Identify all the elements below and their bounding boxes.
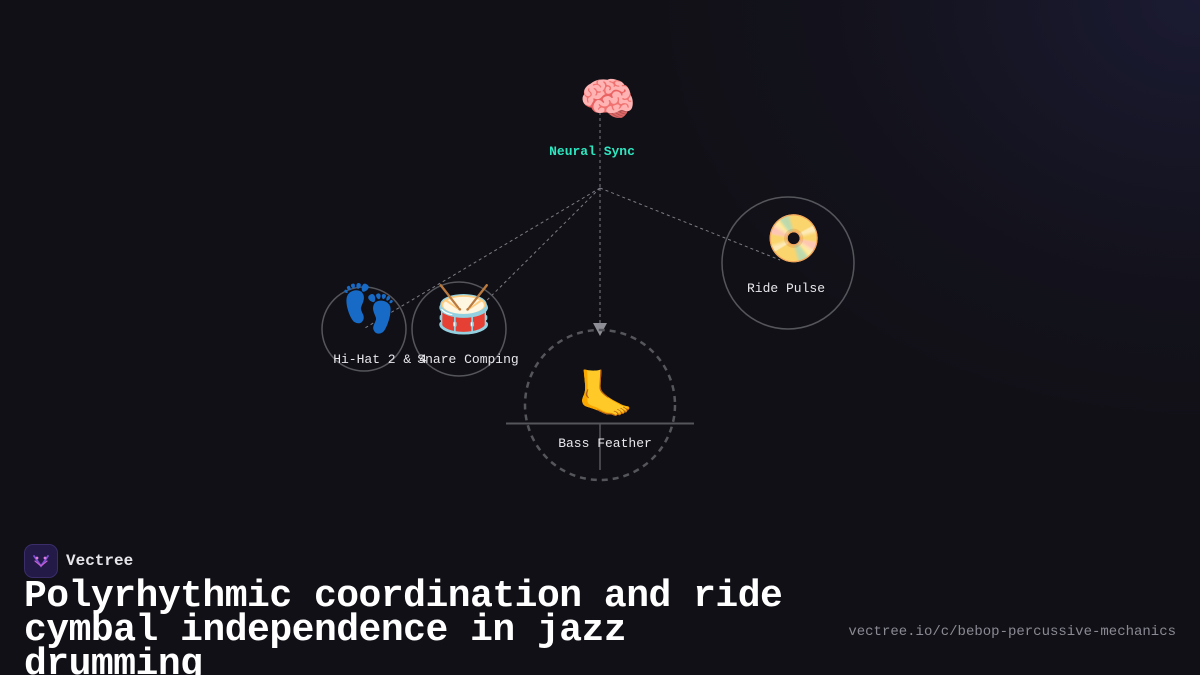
source-url: vectree.io/c/bebop-percussive-mechanics: [848, 624, 1176, 640]
bass-feather-ring: [523, 328, 677, 482]
brand: Vectree: [24, 544, 133, 578]
drum-icon: 🥁: [435, 282, 493, 336]
hi-hat-ring: [321, 286, 407, 372]
bass-feather-label: Bass Feather: [558, 436, 652, 451]
disc-icon: 📀: [765, 211, 823, 265]
brand-name: Vectree: [66, 552, 134, 570]
edge-neural-to-ride: [599, 187, 781, 261]
ride-pulse-ring: [721, 196, 855, 330]
vectree-logo-icon: [24, 544, 58, 578]
edge-neural-to-snare: [462, 187, 601, 325]
snare-comping-ring: [411, 281, 507, 377]
brain-icon: 🧠: [579, 72, 637, 126]
hi-hat-label: Hi-Hat 2 & 4: [333, 352, 427, 367]
neural-sync-label: Neural Sync: [549, 144, 635, 159]
footprints-icon: 👣: [340, 281, 398, 335]
page-title: Polyrhythmic coordination and ride cymba…: [24, 575, 783, 675]
snare-comping-label: Snare Comping: [417, 352, 519, 367]
foot-icon: 🦶: [577, 367, 635, 421]
ride-pulse-label: Ride Pulse: [746, 281, 826, 296]
